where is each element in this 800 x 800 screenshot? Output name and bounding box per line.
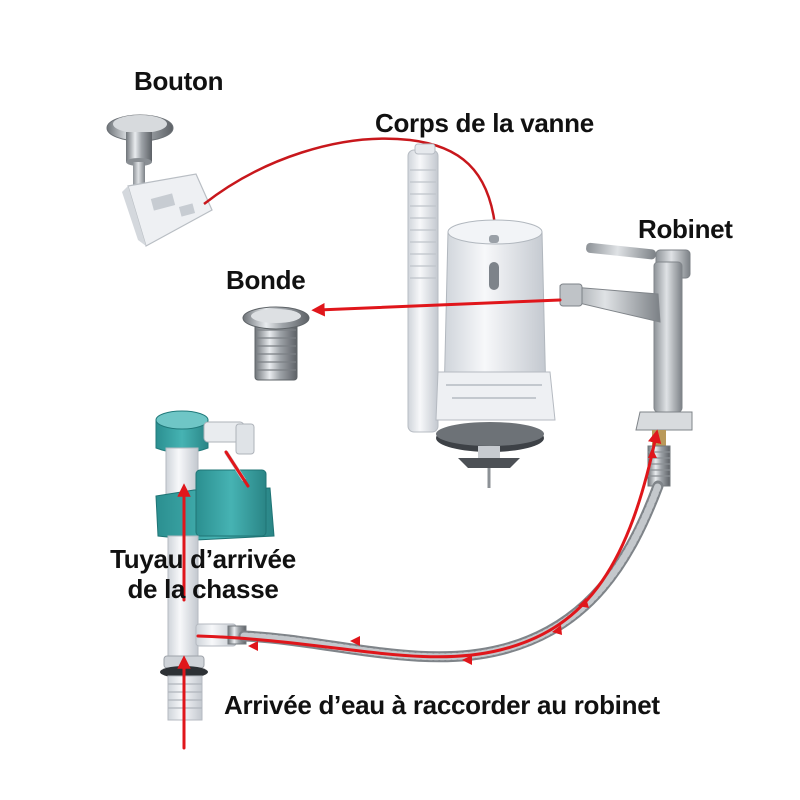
label-tuyau-line1: Tuyau d’arrivée [92, 544, 314, 574]
flush-valve-icon [408, 144, 555, 488]
label-bonde: Bonde [226, 265, 305, 295]
push-button-icon [107, 115, 212, 246]
label-tuyau-arrivee: Tuyau d’arrivée de la chasse [92, 544, 314, 604]
drain-plug-icon [243, 307, 309, 380]
label-corps-de-la-vanne: Corps de la vanne [375, 108, 594, 138]
faucet-icon [560, 242, 692, 486]
cable-line [204, 139, 495, 225]
label-tuyau-line2: de la chasse [92, 574, 314, 604]
label-bouton: Bouton [134, 66, 223, 96]
label-robinet: Robinet [638, 214, 733, 244]
label-arrivee-eau: Arrivée d’eau à raccorder au robinet [224, 690, 660, 720]
